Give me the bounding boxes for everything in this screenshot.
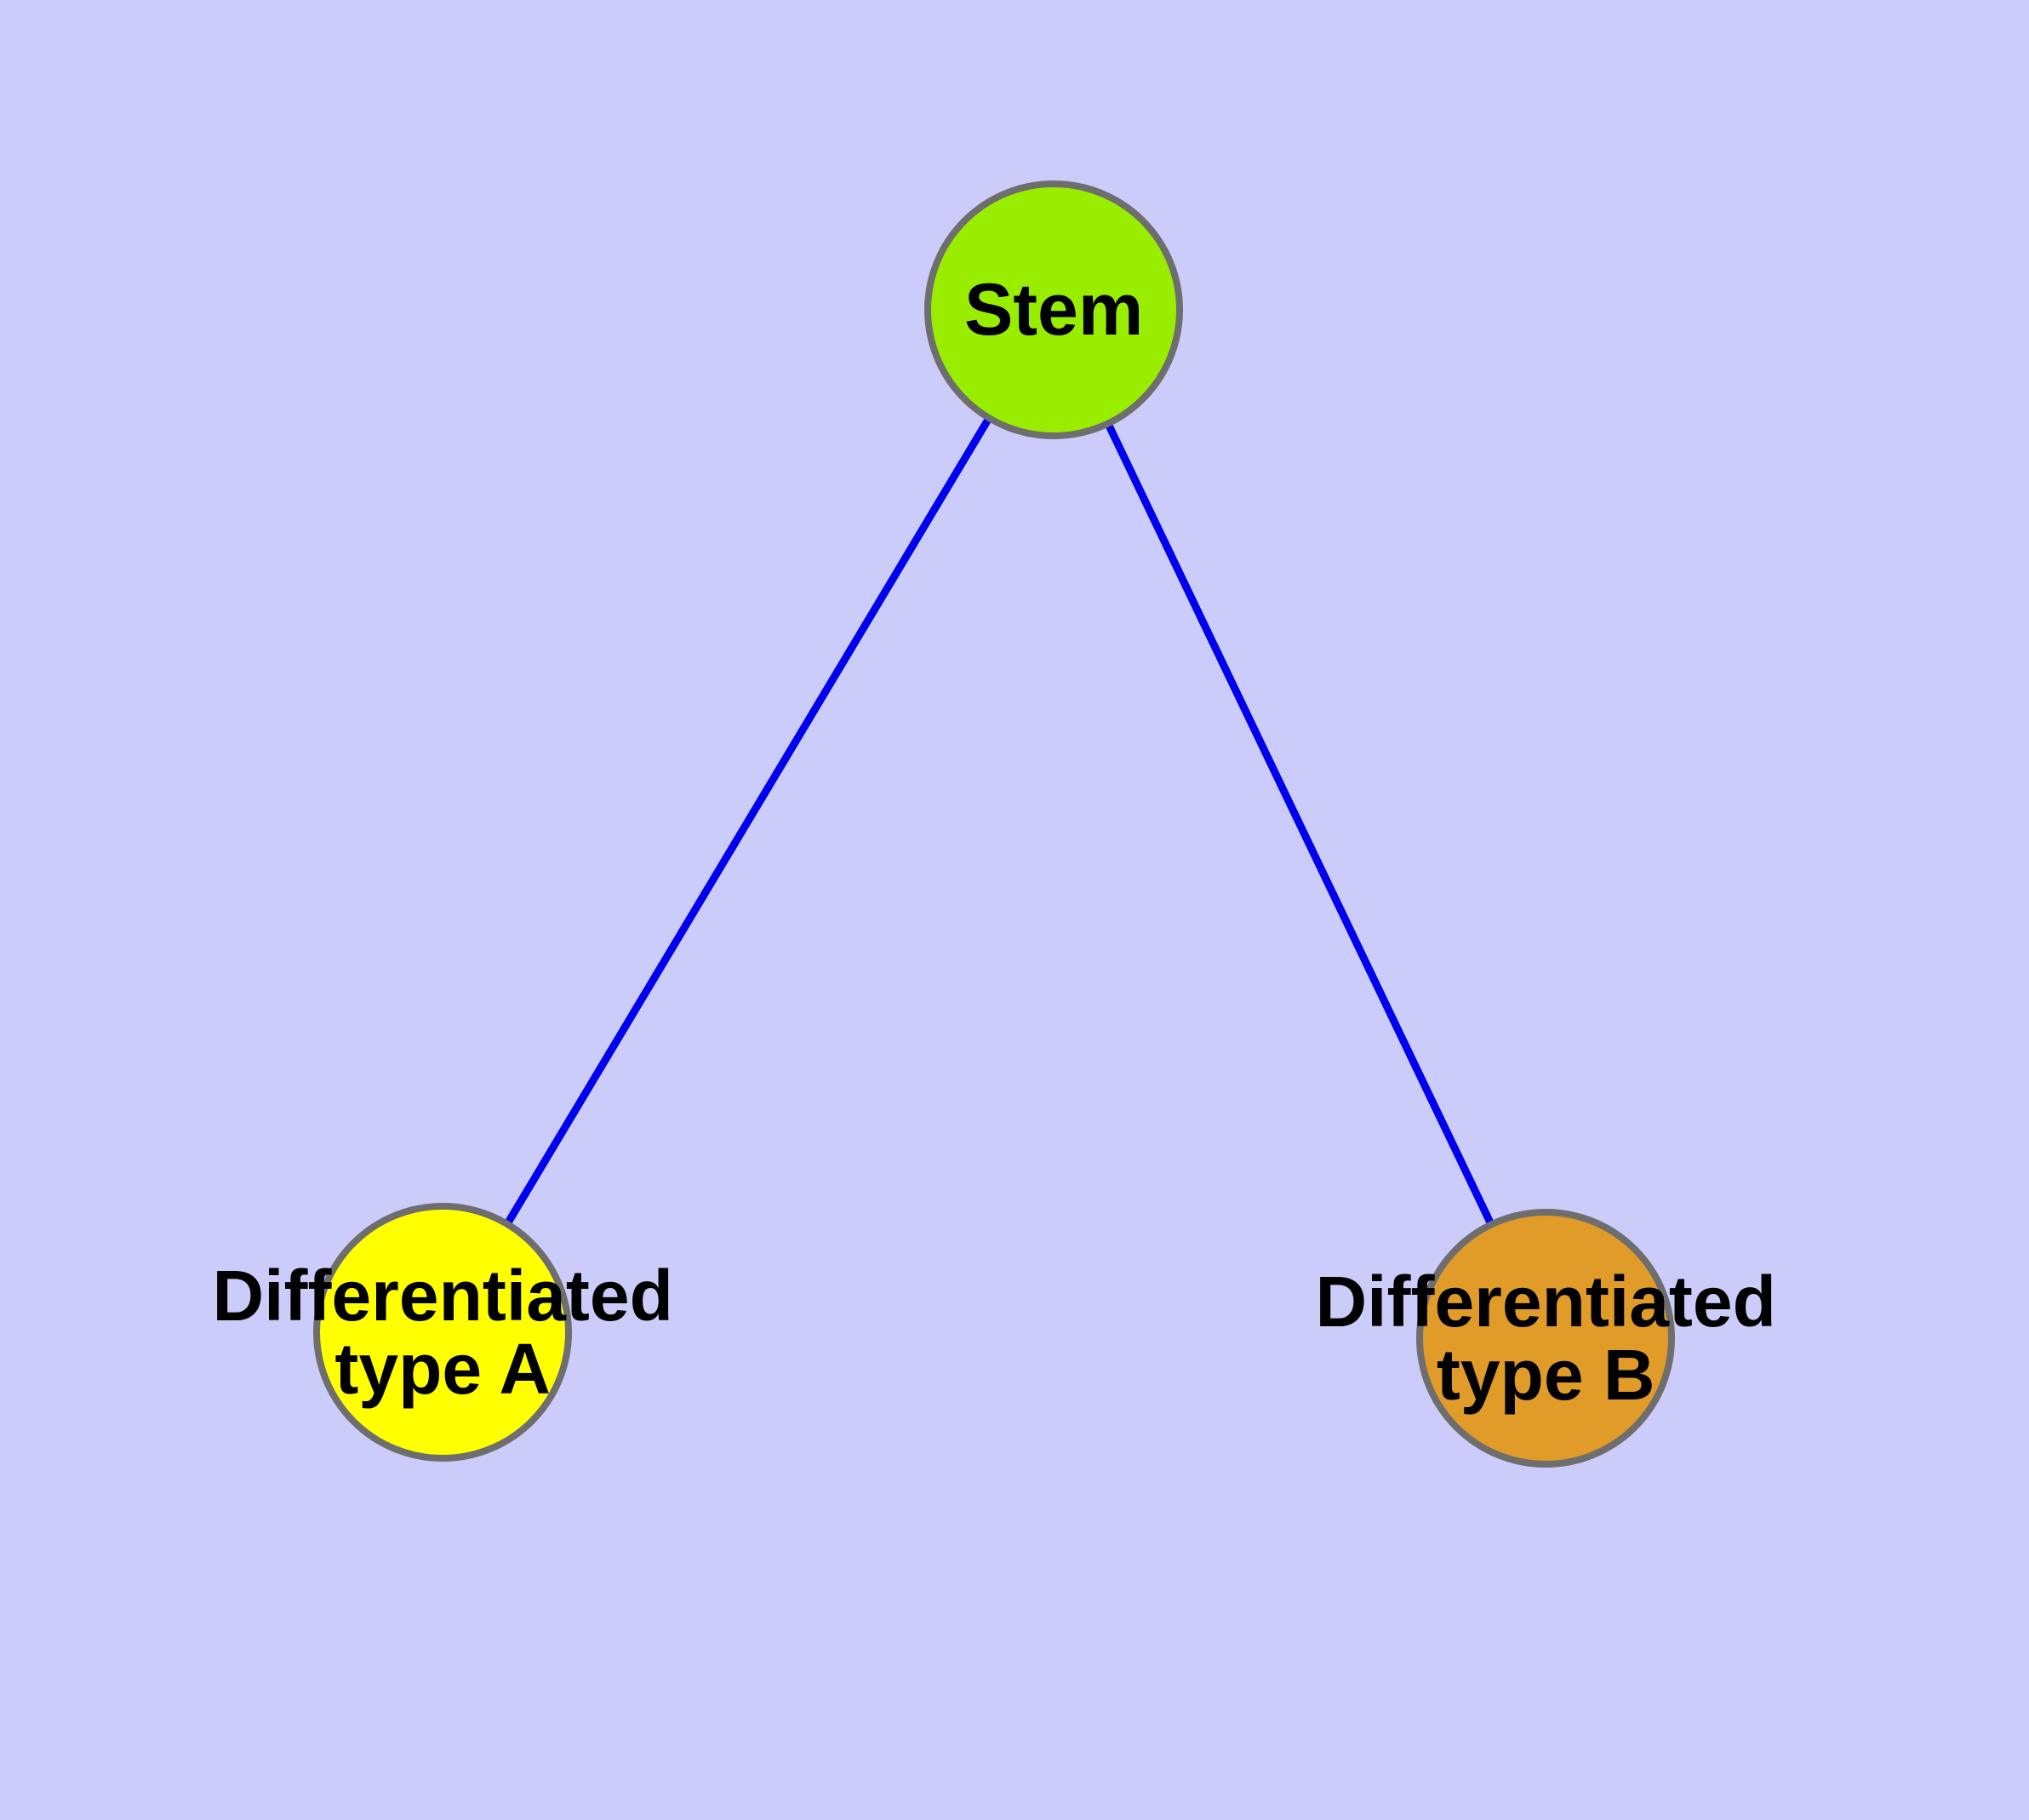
graph-edge[interactable]	[1049, 308, 1550, 1340]
graph-node-stem[interactable]	[924, 180, 1183, 439]
graph-node-diff-a[interactable]	[313, 1203, 572, 1462]
node-layer	[313, 180, 1675, 1468]
edge-layer	[439, 307, 1550, 1340]
graph-edge[interactable]	[439, 307, 1057, 1335]
graph-node-diff-b[interactable]	[1416, 1209, 1675, 1468]
